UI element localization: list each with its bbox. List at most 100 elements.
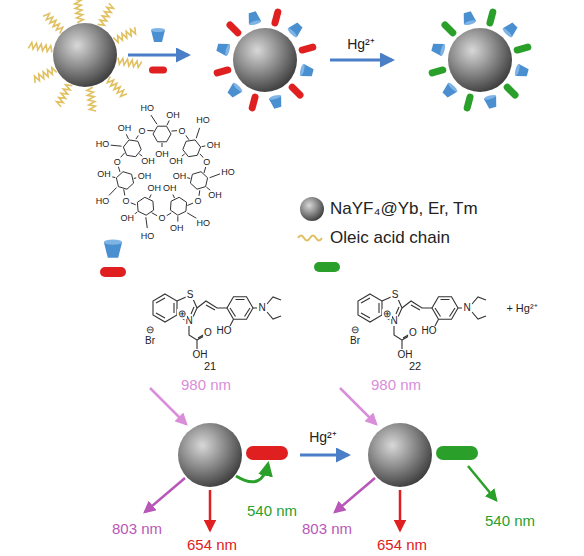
wavelength-label: 540 nm: [246, 503, 298, 518]
text-label: ⊕: [177, 309, 187, 319]
group-label: OH: [207, 191, 223, 200]
bond: [196, 128, 199, 138]
bond: [210, 174, 220, 178]
cyclodextrin-icon: [514, 63, 529, 78]
dye-bar: [428, 66, 447, 77]
glucose-ring: [116, 172, 133, 190]
atom-label: O: [113, 157, 122, 166]
atom-label: O: [157, 214, 166, 223]
group-label: OH: [146, 184, 162, 193]
legend-text: NaYF₄@Yb, Er, Tm: [330, 200, 478, 217]
bond: [185, 135, 189, 140]
bond: [149, 195, 151, 199]
cyclodextrin-icon: [287, 21, 305, 39]
oleic-chain: [118, 58, 142, 68]
dye-bar: [287, 82, 305, 100]
dye-bar: [298, 43, 317, 54]
glucose-ring: [190, 172, 207, 190]
glucose-ring: [170, 197, 186, 215]
group-label: OH: [169, 224, 185, 233]
glucose-ring: [153, 126, 171, 142]
wavelength-label: 654 nm: [376, 537, 428, 552]
bond: [187, 203, 193, 205]
dye-bar: [213, 66, 232, 77]
text-label: 22: [408, 361, 422, 372]
text-label: 21: [203, 361, 217, 372]
wavelength-label: 803 nm: [111, 521, 163, 536]
dye-bar: [486, 8, 497, 27]
oleic-chain: [57, 85, 73, 107]
group-label: OH: [162, 184, 178, 193]
group-label: HO: [220, 167, 236, 176]
group-label: OH: [168, 156, 184, 165]
text-label: Hg²⁺: [346, 37, 376, 51]
bond: [109, 188, 117, 196]
group-label: OH: [172, 172, 188, 181]
group-label: HO: [95, 139, 111, 148]
bond: [131, 203, 136, 205]
cyclodextrin-icon: [502, 21, 520, 39]
wavelength-label: 540 nm: [484, 513, 536, 528]
oleic-chain: [113, 27, 135, 42]
bond: [136, 134, 139, 139]
group-label: OH: [192, 350, 209, 360]
bond: [146, 217, 147, 228]
atom-label: O: [122, 196, 131, 205]
atom-label: O: [202, 157, 211, 166]
cyclodextrin-icon: [246, 11, 261, 26]
group-label: HO: [95, 196, 111, 205]
cyclodextrin-icon: [216, 41, 231, 56]
group-label: OH: [165, 111, 181, 120]
group-label: OH: [140, 156, 156, 165]
atom-label: N: [257, 303, 266, 313]
oleic-chain: [98, 3, 114, 25]
bond: [204, 167, 206, 173]
atom-label: Br: [144, 336, 156, 346]
group-label: OH: [206, 141, 222, 150]
glucose-ring: [123, 140, 141, 157]
cyclodextrin-icon: [151, 28, 165, 42]
text-label: ⊖: [350, 325, 360, 335]
glucose-ring: [183, 140, 201, 157]
wavelength-label: 654 nm: [186, 537, 238, 552]
group-label: HO: [140, 232, 156, 241]
dye-bar: [225, 20, 243, 38]
cyclodextrin-icon: [226, 82, 244, 100]
bond: [171, 130, 177, 131]
text-label: ⊖: [145, 325, 155, 335]
bond: [177, 216, 178, 221]
cyclodextrin-icon: [104, 240, 122, 258]
group-label: OH: [96, 169, 112, 178]
atom-label: S: [391, 290, 400, 300]
cyclodextrin-icon: [268, 94, 283, 109]
nanoparticle: [53, 23, 117, 87]
dye-bar: [502, 82, 520, 100]
bond: [147, 130, 153, 131]
glucose-ring: [137, 197, 153, 215]
atom-label: N: [462, 303, 471, 313]
nanoparticle: [233, 28, 297, 92]
cyclodextrin-icon: [441, 82, 459, 100]
atom-label: S: [186, 290, 195, 300]
bond: [151, 115, 157, 124]
group-label: OH: [117, 123, 133, 132]
group-label: HO: [196, 219, 212, 228]
group-label: OH: [397, 350, 414, 360]
bond: [152, 213, 158, 216]
oleic-chain: [43, 14, 63, 34]
wavelength-label: Hg²⁺: [308, 430, 338, 444]
atom-label: O: [408, 328, 418, 338]
wavelength-label: 980 nm: [180, 377, 232, 392]
bond: [187, 213, 196, 219]
group-label: HO: [421, 326, 438, 336]
bond: [167, 121, 169, 126]
cyclodextrin-icon: [483, 94, 498, 109]
bond: [111, 145, 122, 146]
bond: [124, 189, 125, 195]
atom-label: O: [138, 126, 147, 135]
atom-label: Br: [349, 336, 361, 346]
oleic-chain: [35, 68, 57, 83]
dye-bar: [440, 20, 458, 38]
